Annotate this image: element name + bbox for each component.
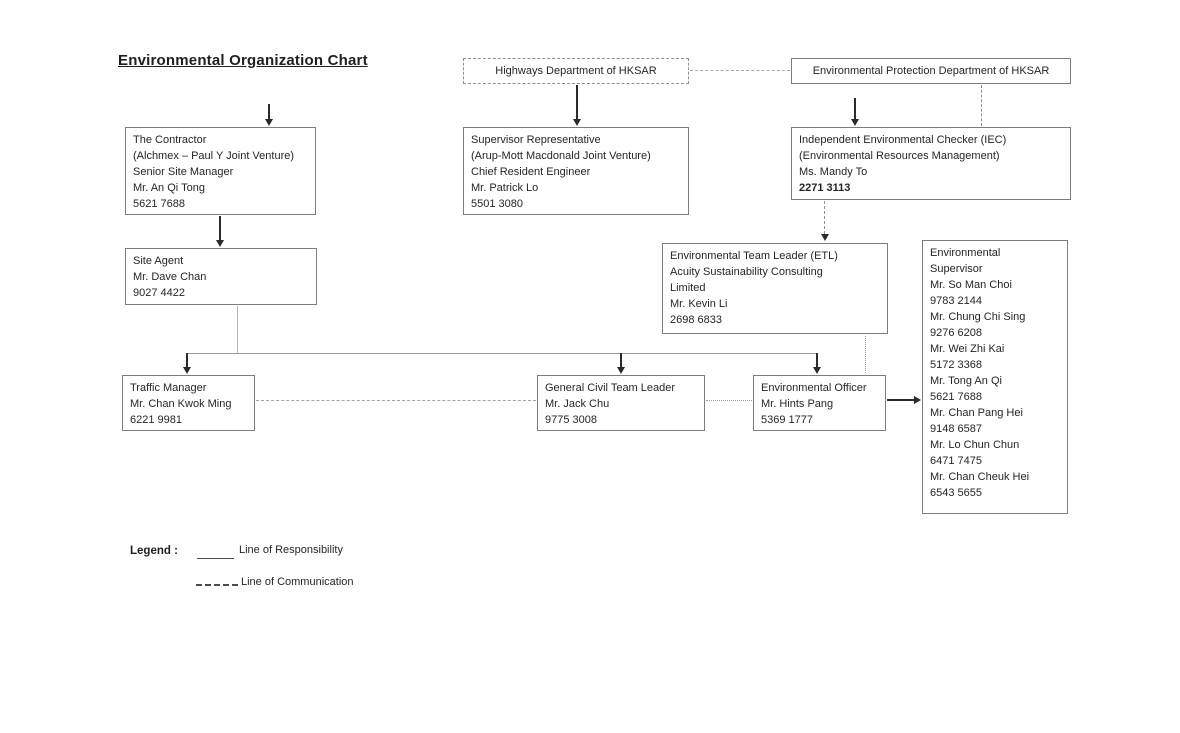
legend-label: Legend : (130, 545, 178, 557)
connector-communication-iec-to-etl (824, 201, 825, 234)
connector-drop-traffic-manager (186, 353, 188, 368)
connector-horizontal-rail (187, 353, 817, 354)
legend-responsibility-line-sample (197, 558, 234, 559)
org-box-environmental-team-leader: Environmental Team Leader (ETL)Acuity Su… (662, 243, 888, 334)
connector-site-agent-drop (237, 306, 238, 353)
connector-communication-highways-to-epd (690, 70, 790, 71)
arrowhead-to-etl (821, 234, 829, 241)
org-box-environmental-protection-department: Environmental Protection Department of H… (791, 58, 1071, 84)
arrowhead-to-general-civil-team-leader (617, 367, 625, 374)
arrowhead-to-env-supervisor (914, 396, 921, 404)
legend-communication-label: Line of Communication (241, 576, 354, 588)
connector-communication-etl-to-env-officer (865, 336, 866, 373)
arrowhead-to-site-agent (216, 240, 224, 247)
connector-responsibility-highways-to-supervisor-rep (576, 85, 578, 120)
connector-drop-env-officer (816, 353, 818, 368)
org-box-supervisor-representative: Supervisor Representative(Arup-Mott Macd… (463, 127, 689, 215)
org-box-highways-department: Highways Department of HKSAR (463, 58, 689, 84)
arrowhead-to-env-officer (813, 367, 821, 374)
page-title: Environmental Organization Chart (118, 52, 368, 69)
arrowhead-to-iec (851, 119, 859, 126)
connector-responsibility-contractor-to-site-agent (219, 216, 221, 241)
connector-drop-general-civil-team-leader (620, 353, 622, 368)
connector-communication-traffic-manager-to-gctl (256, 400, 536, 401)
org-box-contractor: The Contractor(Alchmex – Paul Y Joint Ve… (125, 127, 316, 215)
legend-responsibility-label: Line of Responsibility (239, 544, 343, 556)
connector-responsibility-env-officer-to-env-supervisor (887, 399, 915, 401)
connector-communication-gctl-to-env-officer (706, 400, 752, 401)
arrowhead-to-supervisor-rep (573, 119, 581, 126)
arrowhead-to-contractor (265, 119, 273, 126)
connector-responsibility-to-contractor (268, 104, 270, 120)
connector-responsibility-to-iec (854, 98, 856, 120)
legend-communication-line-sample (196, 584, 238, 586)
org-box-independent-environmental-checker: Independent Environmental Checker (IEC)(… (791, 127, 1071, 200)
connector-communication-epd-to-iec (981, 85, 982, 126)
arrowhead-to-traffic-manager (183, 367, 191, 374)
